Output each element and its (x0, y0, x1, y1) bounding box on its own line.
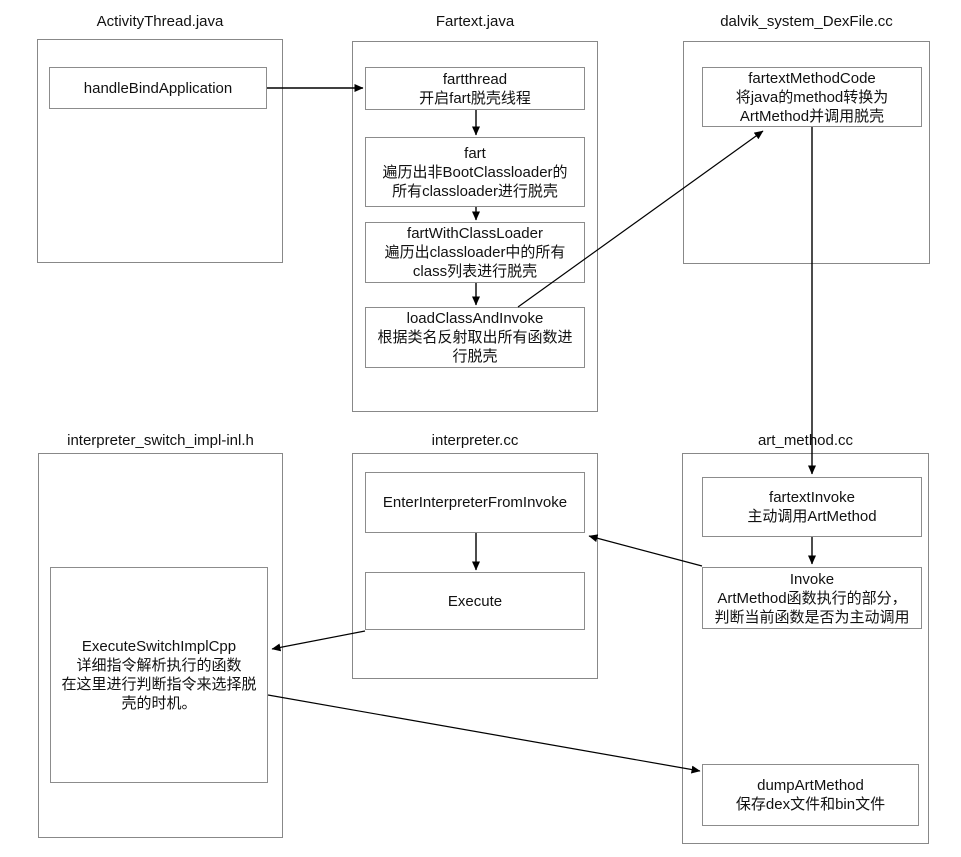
node-description: 根据类名反射取出所有函数进 (377, 329, 573, 346)
node-fartextMethodCode: fartextMethodCode 将java的method转换为 ArtMet… (702, 67, 922, 127)
file-title-fartext: Fartext.java (435, 13, 515, 30)
arrow-ExecuteSwitchImplCpp-to-dumpArtMethod (267, 694, 701, 774)
node-ExecuteSwitchImplCpp: ExecuteSwitchImplCpp 详细指令解析执行的函数 在这里进行判断… (50, 567, 268, 783)
node-Invoke: Invoke ArtMethod函数执行的部分， 判断当前函数是否为主动调用 (702, 567, 922, 629)
node-label: ExecuteSwitchImplCpp (81, 638, 237, 655)
node-label: dumpArtMethod (757, 777, 864, 794)
node-description: class列表进行脱壳 (412, 263, 538, 280)
node-label: fart (464, 144, 486, 162)
node-label: Execute (447, 592, 503, 610)
node-label: fartextInvoke (769, 489, 855, 506)
file-title-interpreter: interpreter.cc (431, 432, 519, 449)
node-loadClassAndInvoke: loadClassAndInvoke 根据类名反射取出所有函数进 行脱壳 (365, 307, 585, 368)
file-title-art-method: art_method.cc (757, 432, 854, 449)
node-EnterInterpreterFromInvoke: EnterInterpreterFromInvoke (365, 472, 585, 533)
node-description: 主动调用ArtMethod (747, 508, 877, 525)
node-fartextInvoke: fartextInvoke 主动调用ArtMethod (702, 477, 922, 537)
node-description: 遍历出classloader中的所有 (384, 244, 566, 261)
node-fart: fart 遍历出非BootClassloader的 所有classloader进… (365, 137, 585, 207)
node-description: 将java的method转换为 (735, 88, 889, 106)
node-fartWithClassLoader: fartWithClassLoader 遍历出classloader中的所有 c… (365, 222, 585, 283)
node-label: loadClassAndInvoke (406, 310, 544, 327)
node-Execute: Execute (365, 572, 585, 630)
node-label: EnterInterpreterFromInvoke (382, 494, 568, 511)
node-description: 所有classloader进行脱壳 (392, 182, 558, 200)
node-fartthread: fartthread 开启fart脱壳线程 (365, 67, 585, 110)
node-label: handleBindApplication (83, 79, 233, 97)
node-description: 壳的时机。 (121, 695, 197, 712)
node-label: fartWithClassLoader (407, 225, 543, 242)
node-description: 判断当前函数是否为主动调用 (714, 608, 910, 626)
node-handleBindApplication: handleBindApplication (49, 67, 267, 109)
node-description: ArtMethod并调用脱壳 (739, 107, 885, 125)
node-description: 行脱壳 (452, 348, 498, 365)
node-description: 遍历出非BootClassloader的 (382, 163, 568, 181)
node-label: fartextMethodCode (748, 69, 876, 87)
file-title-interpreter-switch-impl: interpreter_switch_impl-inl.h (67, 432, 254, 449)
file-title-dalvik-system-dexfile: dalvik_system_DexFile.cc (720, 13, 893, 30)
node-description: ArtMethod函数执行的部分， (717, 589, 907, 607)
node-description: 开启fart脱壳线程 (419, 89, 531, 107)
node-label: fartthread (442, 70, 508, 88)
node-description: 详细指令解析执行的函数 (76, 657, 242, 674)
node-label: Invoke (789, 570, 835, 588)
node-description: 保存dex文件和bin文件 (735, 796, 886, 813)
node-dumpArtMethod: dumpArtMethod 保存dex文件和bin文件 (702, 764, 919, 826)
file-title-activity-thread: ActivityThread.java (96, 13, 224, 30)
node-description: 在这里进行判断指令来选择脱 (61, 676, 257, 693)
